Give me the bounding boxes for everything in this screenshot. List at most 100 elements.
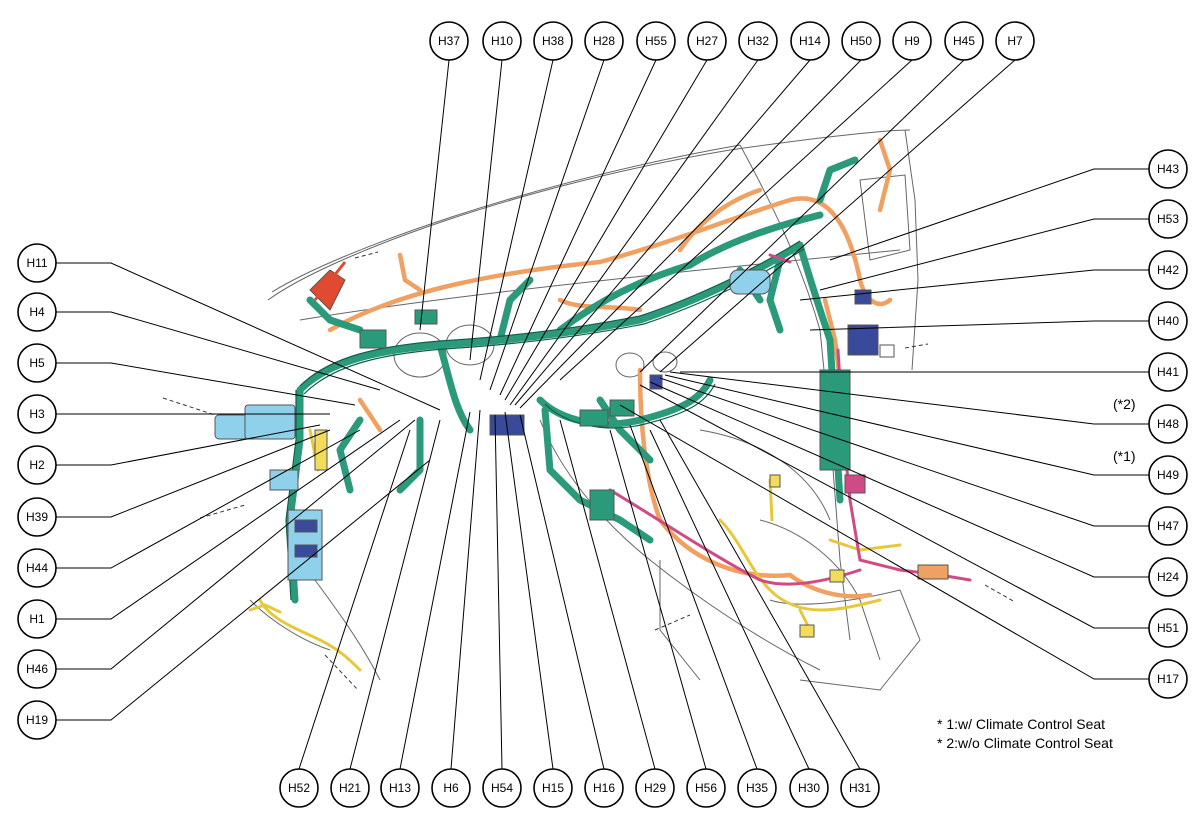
right-h49-leader <box>664 374 1149 476</box>
callout-h38: H38 <box>533 21 573 61</box>
top-h45-leader <box>639 59 965 373</box>
callout-h31: H31 <box>840 768 880 808</box>
callout-h51: H51 <box>1148 608 1188 648</box>
footnote-2: * 2:w/o Climate Control Seat <box>937 735 1113 751</box>
leader-lines <box>56 59 1149 770</box>
callout-circle <box>738 21 778 61</box>
callout-circle <box>1148 199 1188 239</box>
components <box>214 261 949 638</box>
footnote-1: * 1:w/ Climate Control Seat <box>937 716 1106 732</box>
note-h49: (*1) <box>1113 448 1136 464</box>
right-h53-leader <box>819 218 1149 291</box>
callout-circle <box>1148 557 1188 597</box>
callout-label: H43 <box>1157 162 1179 176</box>
callout-label: H14 <box>799 34 821 48</box>
callout-h1: H1 <box>17 599 57 639</box>
left-h39-leader <box>56 429 331 518</box>
callout-label: H46 <box>26 662 48 676</box>
callout-label: H16 <box>593 781 615 795</box>
callout-label: H7 <box>1007 34 1023 48</box>
callout-h14: H14 <box>790 21 830 61</box>
callout-circle <box>17 548 57 588</box>
bottom-h52-leader <box>298 429 411 770</box>
callout-label: H28 <box>593 34 615 48</box>
callout-h52: H52 <box>279 768 319 808</box>
callout-circle <box>1148 659 1188 699</box>
callout-h3: H3 <box>17 394 57 434</box>
top-h14-leader <box>514 59 811 406</box>
callout-h32: H32 <box>738 21 778 61</box>
callout-h50: H50 <box>841 21 881 61</box>
callout-h53: H53 <box>1148 199 1188 239</box>
callout-h10: H10 <box>482 21 522 61</box>
callout-h55: H55 <box>636 21 676 61</box>
callout-circle <box>17 599 57 639</box>
left-h44-leader <box>56 429 361 569</box>
callout-h24: H24 <box>1148 557 1188 597</box>
right-h43-leader <box>829 168 1149 261</box>
bottom-h54-leader <box>494 414 503 770</box>
callout-h27: H27 <box>687 21 727 61</box>
callout-circle <box>790 21 830 61</box>
callout-label: H52 <box>288 781 310 795</box>
green-harness <box>286 156 859 604</box>
callout-h56: H56 <box>686 768 726 808</box>
callout-label: H15 <box>542 781 564 795</box>
callout-h17: H17 <box>1148 659 1188 699</box>
callout-circle <box>1148 455 1188 495</box>
callout-label: H30 <box>798 781 820 795</box>
callout-circle <box>429 21 469 61</box>
callout-label: H27 <box>696 34 718 48</box>
callout-circle <box>635 768 675 808</box>
left-h4-leader <box>56 311 381 391</box>
callout-label: H42 <box>1157 263 1179 277</box>
callout-circle <box>584 768 624 808</box>
callout-h49: H49 <box>1148 455 1188 495</box>
right-h17-leader <box>619 404 1149 680</box>
bottom-h21-leader <box>349 419 441 770</box>
top-h27-leader <box>504 59 708 401</box>
bottom-h56-leader <box>609 429 707 770</box>
callout-h45: H45 <box>944 21 984 61</box>
callout-label: H9 <box>904 34 920 48</box>
callout-h5: H5 <box>17 343 57 383</box>
callout-circle <box>17 394 57 434</box>
callout-label: H17 <box>1157 672 1179 686</box>
callout-label: H37 <box>438 34 460 48</box>
callout-h37: H37 <box>429 21 469 61</box>
terminal-marks <box>162 251 1016 691</box>
callout-label: H44 <box>26 561 48 575</box>
bottom-h16-leader <box>519 414 605 770</box>
callout-h9: H9 <box>892 21 932 61</box>
callout-h4: H4 <box>17 292 57 332</box>
right-h24-leader <box>649 381 1149 578</box>
callout-circle <box>944 21 984 61</box>
callout-circle <box>1148 506 1188 546</box>
callout-label: H56 <box>695 781 717 795</box>
callout-circle <box>737 768 777 808</box>
callout-label: H41 <box>1157 365 1179 379</box>
callout-label: H10 <box>491 34 513 48</box>
callout-h28: H28 <box>584 21 624 61</box>
callout-circle <box>789 768 829 808</box>
callout-label: H51 <box>1157 621 1179 635</box>
callout-h39: H39 <box>17 497 57 537</box>
callout-h35: H35 <box>737 768 777 808</box>
callout-label: H6 <box>443 781 459 795</box>
callout-h46: H46 <box>17 649 57 689</box>
right-h42-leader <box>799 269 1149 301</box>
callout-circle <box>330 768 370 808</box>
callout-label: H39 <box>26 510 48 524</box>
callout-h41: H41 <box>1148 352 1188 392</box>
left-h1-leader <box>56 419 401 620</box>
callout-h21: H21 <box>330 768 370 808</box>
top-h55-leader <box>499 59 657 396</box>
callout-circle <box>892 21 932 61</box>
bottom-h6-leader <box>450 409 481 770</box>
callout-h43: H43 <box>1148 149 1188 189</box>
right-h51-leader <box>639 384 1149 629</box>
bottom-h35-leader <box>629 424 758 770</box>
callout-circle <box>841 21 881 61</box>
callout-label: H24 <box>1157 570 1179 584</box>
